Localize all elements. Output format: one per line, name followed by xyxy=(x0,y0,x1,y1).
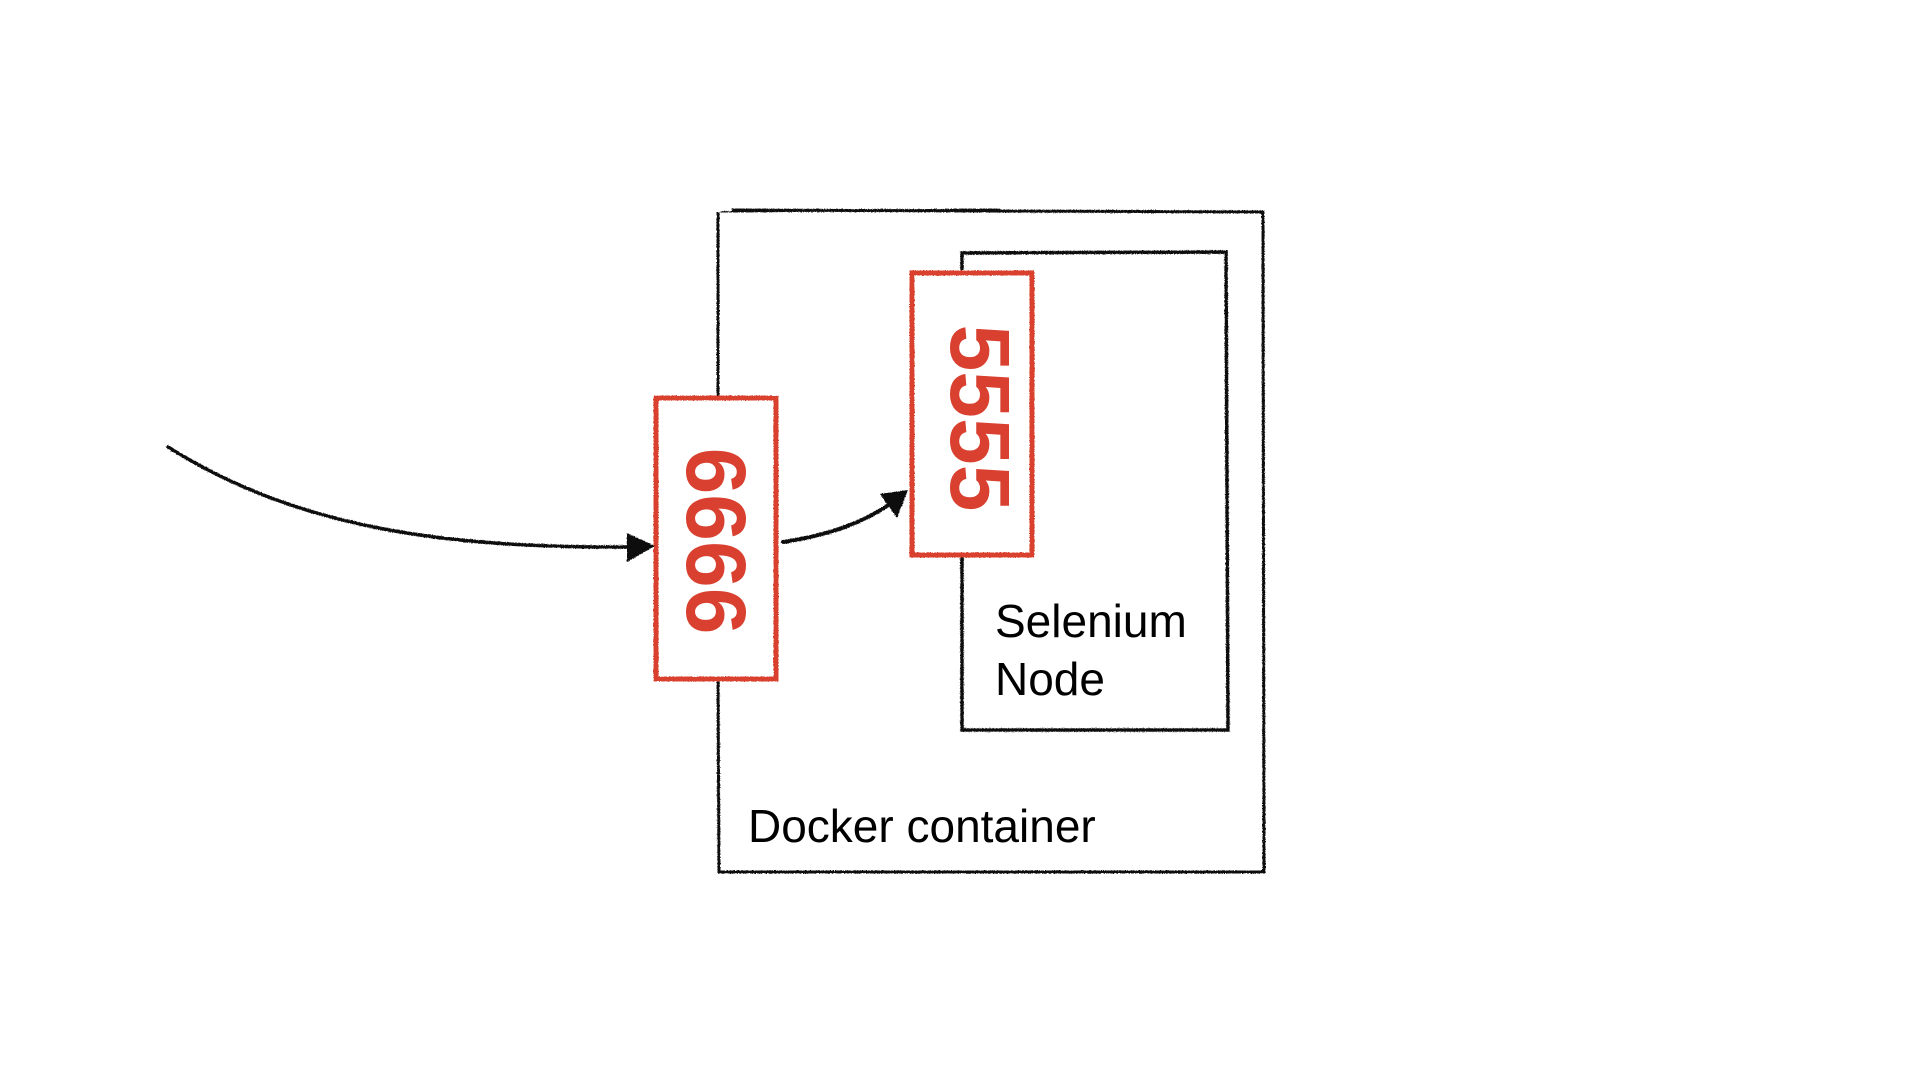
arrow-6666-to-5555-head-icon xyxy=(880,490,908,518)
docker-container-border xyxy=(716,208,1266,874)
port-5555-border xyxy=(909,270,1035,558)
docker-container-border-top-accent xyxy=(719,208,1001,213)
port-5555: 5555 xyxy=(909,270,1035,558)
arrow-external-to-6666-line xyxy=(166,445,632,549)
arrow-external-to-6666 xyxy=(166,445,655,562)
selenium-node: Selenium Node xyxy=(960,250,1230,732)
port-6666-label: 6666 xyxy=(669,448,763,635)
docker-container: Docker container xyxy=(716,208,1266,874)
arrow-6666-to-5555-line xyxy=(781,500,895,544)
port-6666: 6666 xyxy=(653,395,779,682)
port-6666-border xyxy=(653,395,779,682)
selenium-node-label-line2: Node xyxy=(995,653,1105,705)
selenium-node-label-line1: Selenium xyxy=(995,595,1187,647)
arrow-external-to-6666-head-icon xyxy=(627,533,655,562)
docker-container-label: Docker container xyxy=(748,800,1096,852)
selenium-node-border xyxy=(960,250,1230,732)
arrow-6666-to-5555 xyxy=(781,490,908,544)
port-5555-label: 5555 xyxy=(933,325,1027,512)
